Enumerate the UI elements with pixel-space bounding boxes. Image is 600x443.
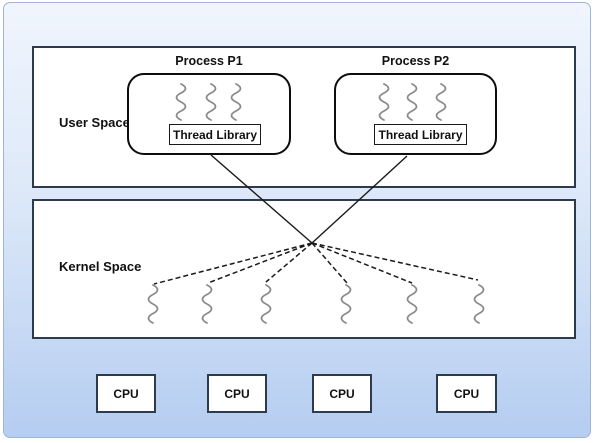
diagram-card: User Space Kernel Space Process P1 Proce… (3, 2, 591, 438)
cpu-box-3: CPU (312, 374, 372, 413)
process-p1-label: Process P1 (175, 54, 243, 68)
process-p2-label: Process P2 (381, 54, 450, 68)
cpu-box-4: CPU (436, 374, 497, 413)
thread-library-p1-box: Thread Library (169, 124, 261, 145)
cpu-box-1: CPU (96, 374, 156, 413)
cpu-box-2: CPU (207, 374, 267, 413)
kernel-space-label: Kernel Space (59, 259, 142, 274)
user-space-label: User Space (59, 115, 130, 130)
thread-library-p2-box: Thread Library (374, 124, 467, 145)
